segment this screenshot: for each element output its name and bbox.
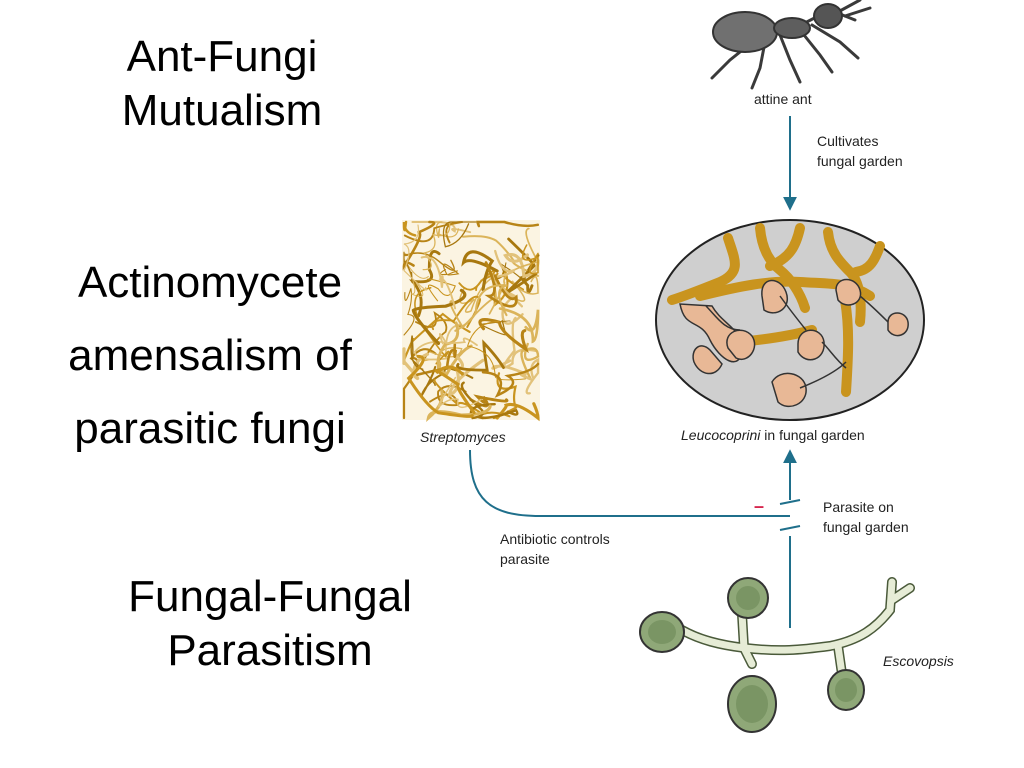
streptomyces-filament: [521, 244, 539, 275]
escovopsis-image: [639, 577, 915, 733]
cultivates-label-line2: fungal garden: [817, 153, 903, 169]
streptomyces-filament: [406, 354, 474, 418]
streptomyces-filament: [403, 224, 428, 291]
garden-label-rest: in fungal garden: [760, 427, 864, 443]
title-ant-fungi-mutualism: Ant-Fungi Mutualism: [40, 30, 404, 138]
streptomyces-filament: [477, 408, 519, 420]
streptomyces-filament: [511, 276, 539, 302]
streptomyces-filament: [520, 342, 540, 381]
streptomyces-filament: [478, 319, 511, 336]
streptomyces-filament: [422, 221, 451, 271]
streptomyces-filament: [462, 235, 539, 277]
parasite-label-line1: Parasite on: [823, 499, 894, 515]
inhibition-bar-lower: [779, 525, 801, 531]
streptomyces-filament: [491, 359, 532, 381]
streptomyces-filament: [459, 276, 495, 313]
streptomyces-filament: [454, 284, 508, 332]
garden-label-italic: Leucocoprini: [681, 427, 761, 443]
title-line: amensalism of: [68, 331, 352, 380]
streptomyces-filament: [481, 362, 540, 398]
streptomyces-filament: [403, 258, 429, 297]
streptomyces-filament: [434, 365, 476, 415]
streptomyces-filament: [426, 278, 456, 302]
streptomyces-filament: [476, 220, 540, 228]
fungal-garden-image: [655, 219, 925, 421]
title-actinomycete-amensalism: Actinomycete amensalism of parasitic fun…: [10, 246, 410, 465]
streptomyces-filament: [436, 321, 473, 377]
streptomyces-filament: [414, 287, 450, 365]
streptomyces-filament: [435, 221, 459, 238]
inhibit-sign: –: [754, 496, 764, 516]
streptomyces-mesh-image: [402, 220, 540, 423]
streptomyces-filament: [403, 252, 455, 271]
streptomyces-filament: [504, 237, 538, 296]
parasite-label-line2: fungal garden: [823, 519, 909, 535]
cultivates-label-line1: Cultivates: [817, 133, 878, 149]
title-line: Fungal-Fungal: [128, 572, 412, 621]
streptomyces-label: Streptomyces: [420, 429, 506, 445]
antibiotic-label-line2: parasite: [500, 551, 550, 567]
antibiotic-connector: [469, 449, 790, 517]
escovopsis-label: Escovopsis: [883, 653, 954, 669]
streptomyces-filament: [420, 255, 457, 310]
streptomyces-filament: [498, 307, 540, 344]
streptomyces-filament: [409, 250, 441, 318]
garden-label: Leucocoprini in fungal garden: [681, 427, 865, 443]
streptomyces-filament: [438, 376, 482, 409]
title-line: parasitic fungi: [74, 404, 346, 453]
streptomyces-filament: [433, 378, 511, 418]
inhibition-bar-upper: [779, 499, 801, 505]
streptomyces-filament: [431, 295, 481, 331]
streptomyces-filament: [403, 288, 415, 336]
streptomyces-filament: [402, 220, 417, 237]
title-line: Parasitism: [167, 626, 373, 675]
title-line: Ant-Fungi: [126, 32, 318, 81]
streptomyces-filament: [478, 318, 529, 354]
antibiotic-label-line1: Antibiotic controls: [500, 531, 610, 547]
streptomyces-filament: [495, 402, 540, 422]
streptomyces-filament: [469, 394, 509, 408]
streptomyces-filament: [466, 321, 526, 381]
streptomyces-filament: [503, 253, 540, 279]
title-line: Actinomycete: [77, 258, 343, 307]
streptomyces-filament: [402, 347, 430, 380]
streptomyces-filament: [484, 261, 518, 308]
ant-label: attine ant: [754, 91, 812, 107]
streptomyces-filament: [461, 250, 499, 292]
streptomyces-filament: [438, 333, 478, 346]
title-line: Mutualism: [121, 86, 323, 135]
streptomyces-filament: [411, 288, 467, 345]
streptomyces-filament: [442, 221, 477, 248]
streptomyces-filament: [402, 220, 436, 271]
title-fungal-parasitism: Fungal-Fungal Parasitism: [60, 570, 480, 678]
streptomyces-filament: [409, 335, 436, 386]
ant-icon: [710, 0, 872, 90]
